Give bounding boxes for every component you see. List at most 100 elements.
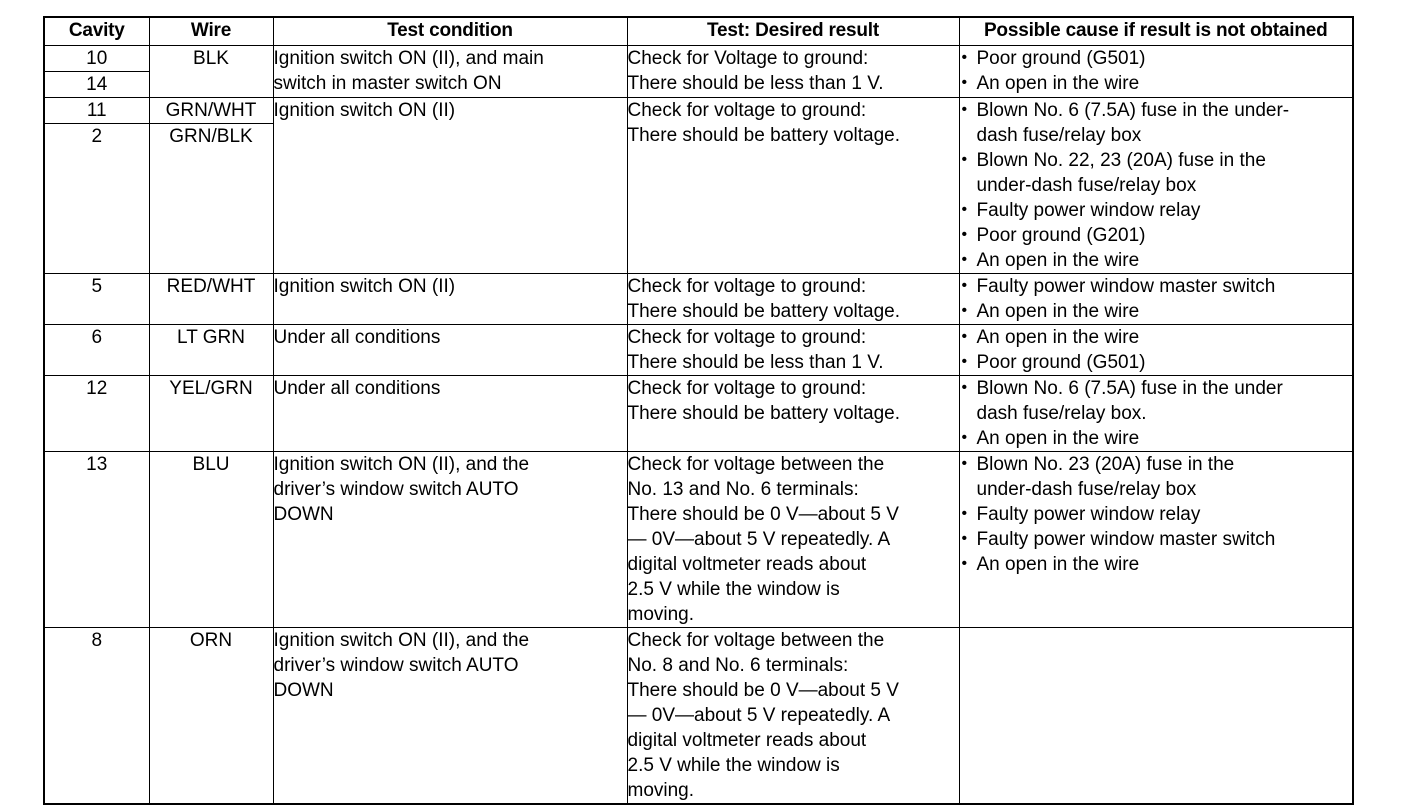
cell-possible-cause: • An open in the wire • Poor ground (G50…: [958, 324, 1354, 376]
table-body: 10 BLK Ignition switch ON (II), and main…: [43, 45, 1354, 805]
cause-list: • Poor ground (G501) • An open in the wi…: [960, 46, 1353, 96]
bullet-icon: •: [961, 302, 968, 319]
cell-cavity: 14: [43, 71, 150, 98]
result-line: No. 8 and No. 6 terminals:: [627, 655, 849, 676]
cell-wire: RED/WHT: [148, 273, 274, 325]
cell-possible-cause: • Faulty power window master switch • An…: [958, 273, 1354, 325]
table-row: 11 GRN/WHT Ignition switch ON (II) Check…: [43, 97, 1354, 274]
column-header-wire: Wire: [148, 16, 274, 46]
cell-cavity: 8: [43, 627, 150, 805]
bullet-icon: •: [961, 101, 968, 118]
cause-line: under-dash fuse/relay box: [976, 175, 1197, 196]
cell-desired-result: Check for Voltage to ground: There shoul…: [626, 45, 960, 98]
table-header: Cavity Wire Test condition Test: Desired…: [43, 16, 1354, 46]
condition-line: DOWN: [273, 680, 334, 701]
cause-line: An open in the wire: [976, 327, 1140, 348]
cell-possible-cause: • Blown No. 6 (7.5A) fuse in the under- …: [958, 97, 1354, 274]
cause-line: Blown No. 22, 23 (20A) fuse in the: [976, 150, 1266, 171]
cause-item: • Faulty power window relay: [960, 502, 1353, 527]
cell-cavity: 5: [43, 273, 150, 325]
bullet-icon: •: [961, 277, 968, 294]
cell-test-condition: Ignition switch ON (II): [272, 97, 628, 274]
result-line: moving.: [627, 604, 695, 625]
cause-item: • An open in the wire: [960, 325, 1353, 350]
result-line: — 0V—about 5 V repeatedly. A: [627, 705, 891, 726]
cell-desired-result: Check for voltage to ground: There shoul…: [626, 97, 960, 274]
result-line: Check for voltage to ground:: [627, 327, 867, 348]
cell-wire: LT GRN: [148, 324, 274, 376]
bullet-icon: •: [961, 505, 968, 522]
cell-desired-result: Check for voltage between the No. 8 and …: [626, 627, 960, 805]
cell-possible-cause: • Blown No. 6 (7.5A) fuse in the under d…: [958, 375, 1354, 452]
cause-line: An open in the wire: [976, 250, 1140, 271]
troubleshooting-table-wrapper: Cavity Wire Test condition Test: Desired…: [43, 16, 1354, 805]
bullet-icon: •: [961, 455, 968, 472]
bullet-icon: •: [961, 151, 968, 168]
condition-line: driver’s window switch AUTO: [273, 479, 519, 500]
header-row: Cavity Wire Test condition Test: Desired…: [43, 16, 1354, 46]
bullet-icon: •: [961, 379, 968, 396]
result-line: Check for voltage to ground:: [627, 100, 867, 121]
result-line: There should be 0 V—about 5 V: [627, 680, 899, 701]
cell-cavity: 11: [43, 97, 150, 124]
result-line: There should be less than 1 V.: [627, 352, 884, 373]
cell-wire: BLU: [148, 451, 274, 628]
cause-item: • Poor ground (G501): [960, 350, 1353, 375]
cause-line: An open in the wire: [976, 428, 1140, 449]
table-row: 8 ORN Ignition switch ON (II), and the d…: [43, 627, 1354, 805]
bullet-icon: •: [961, 49, 968, 66]
bullet-icon: •: [961, 226, 968, 243]
bullet-icon: •: [961, 328, 968, 345]
cause-line: An open in the wire: [976, 301, 1140, 322]
condition-line: driver’s window switch AUTO: [273, 655, 519, 676]
cell-test-condition: Ignition switch ON (II), and main switch…: [272, 45, 628, 98]
result-line: Check for voltage to ground:: [627, 276, 867, 297]
result-line: There should be battery voltage.: [627, 125, 901, 146]
cell-cavity: 13: [43, 451, 150, 628]
cause-list: • An open in the wire • Poor ground (G50…: [960, 325, 1353, 375]
table-row: 5 RED/WHT Ignition switch ON (II) Check …: [43, 273, 1354, 325]
cause-line: Poor ground (G501): [976, 352, 1146, 373]
table-row: 2 GRN/BLK: [43, 123, 1353, 274]
column-header-cavity: Cavity: [43, 16, 150, 46]
cause-item: • An open in the wire: [960, 552, 1353, 577]
cell-possible-cause: • Blown No. 23 (20A) fuse in the under-d…: [958, 451, 1354, 628]
result-line: digital voltmeter reads about: [627, 554, 867, 575]
bullet-icon: •: [961, 353, 968, 370]
table-row: 12 YEL/GRN Under all conditions Check fo…: [43, 375, 1354, 452]
cause-item: • Blown No. 6 (7.5A) fuse in the under- …: [960, 98, 1353, 148]
column-header-test-condition: Test condition: [272, 16, 628, 46]
cell-wire: YEL/GRN: [148, 375, 274, 452]
result-line: — 0V—about 5 V repeatedly. A: [627, 529, 891, 550]
cause-list: • Faulty power window master switch • An…: [960, 274, 1353, 324]
cause-item: • Faulty power window master switch: [960, 274, 1353, 299]
cause-item: • Faulty power window master switch: [960, 527, 1353, 552]
table-row: 6 LT GRN Under all conditions Check for …: [43, 324, 1354, 376]
table-row: 13 BLU Ignition switch ON (II), and the …: [43, 451, 1354, 628]
bullet-icon: •: [961, 251, 968, 268]
cause-line: Poor ground (G201): [976, 225, 1146, 246]
cause-line: Faulty power window master switch: [976, 529, 1276, 550]
result-line: digital voltmeter reads about: [627, 730, 867, 751]
cell-wire: BLK: [148, 45, 274, 98]
cause-line: dash fuse/relay box.: [976, 403, 1147, 424]
cause-line: dash fuse/relay box: [976, 125, 1142, 146]
bullet-icon: •: [961, 201, 968, 218]
condition-line: Ignition switch ON (II), and main: [273, 48, 544, 69]
cause-item: • Blown No. 6 (7.5A) fuse in the under d…: [960, 376, 1353, 426]
cause-line: Blown No. 6 (7.5A) fuse in the under: [976, 378, 1283, 399]
condition-line: Ignition switch ON (II): [273, 276, 456, 297]
cell-cavity: 12: [43, 375, 150, 452]
cell-test-condition: Ignition switch ON (II), and the driver’…: [272, 451, 628, 628]
cause-item: • An open in the wire: [960, 426, 1353, 451]
cause-line: An open in the wire: [976, 73, 1140, 94]
result-line: There should be 0 V—about 5 V: [627, 504, 899, 525]
cell-desired-result: Check for voltage to ground: There shoul…: [626, 324, 960, 376]
page: Cavity Wire Test condition Test: Desired…: [43, 16, 1354, 805]
cause-list: • Blown No. 23 (20A) fuse in the under-d…: [960, 452, 1353, 577]
cause-line: Faulty power window master switch: [976, 276, 1276, 297]
result-line: There should be less than 1 V.: [627, 73, 884, 94]
cell-cavity: 6: [43, 324, 150, 376]
cell-cavity: 10: [43, 45, 150, 72]
cause-list: • Blown No. 6 (7.5A) fuse in the under- …: [960, 98, 1353, 273]
